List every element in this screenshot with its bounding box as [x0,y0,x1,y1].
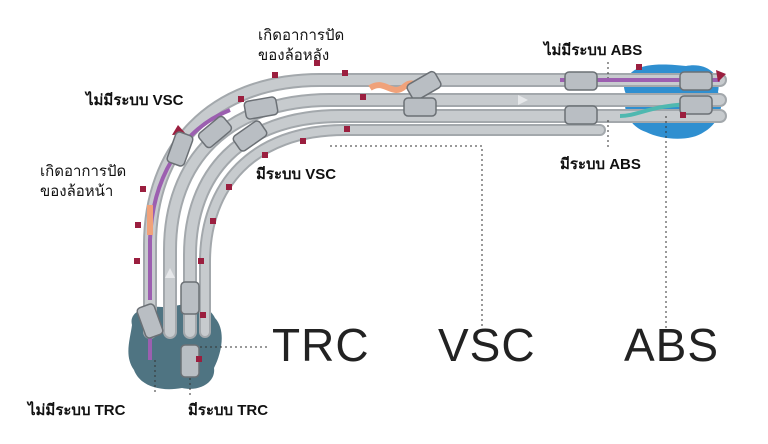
road-lanes [143,73,727,339]
front-skid-label-line2: ของล้อหน้า [40,183,114,200]
car-trc-without [136,303,164,339]
arrow-end-icon [716,70,726,82]
no-vsc-label: ไม่มีระบบ VSC [86,92,184,109]
car-middle-lane [403,97,437,117]
no-trc-label: ไม่มีระบบ TRC [28,402,126,419]
trc-title: TRC [272,319,370,371]
car-vsc-mid [197,115,233,149]
car-vsc-top [243,96,279,120]
vsc-leader [330,145,483,330]
leader-lines [154,62,667,395]
rear-skid-label-line1: เกิดอาการปัด [258,27,345,44]
abs-title: ABS [624,319,720,371]
front-skid-label-line1: เกิดอาการปัด [40,163,127,180]
car-rear-skid [406,70,442,102]
vsc-title: VSC [438,319,536,371]
car-vsc-with [232,120,268,152]
arrow-right-icon [518,95,528,105]
cars [136,70,713,378]
car-abs-without [564,71,598,91]
cone-markers [134,60,686,362]
has-vsc-label: มีระบบ VSC [256,166,337,183]
car-trc-with-1 [180,281,200,315]
no-abs-label: ไม่มีระบบ ABS [544,42,643,59]
has-trc-label: มีระบบ TRC [188,402,269,419]
road-extra [199,124,606,338]
car-abs-with [564,105,598,125]
car-abs-ice-1 [679,71,713,91]
car-vsc-without [166,131,194,167]
car-abs-ice-2 [679,95,713,115]
rear-skid-label-line2: ของล้อหลัง [258,47,330,64]
arrow-up-icon [165,268,175,278]
has-abs-label: มีระบบ ABS [560,156,641,173]
